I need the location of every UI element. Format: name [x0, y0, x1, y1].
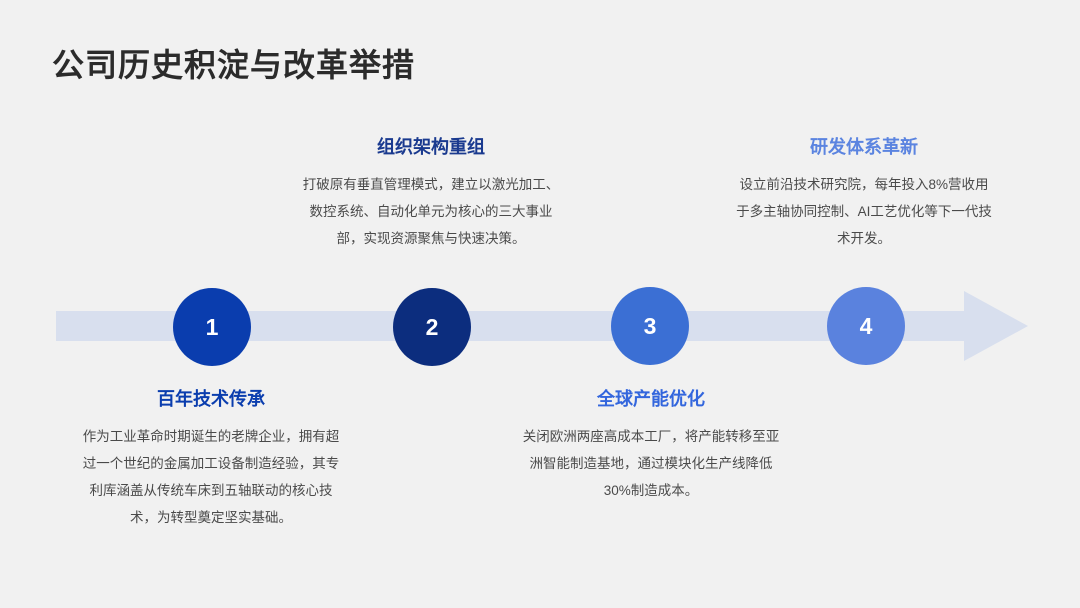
milestone-text-block-4: 研发体系革新 设立前沿技术研究院，每年投入8%营收用于多主轴协同控制、AI工艺优…	[733, 136, 995, 252]
milestone-text-block-3: 全球产能优化 关闭欧洲两座高成本工厂，将产能转移至亚洲智能制造基地，通过模块化生…	[520, 388, 782, 504]
block-heading-1: 百年技术传承	[157, 389, 265, 409]
milestone-number: 1	[205, 313, 219, 340]
block-body-4: 设立前沿技术研究院，每年投入8%营收用于多主轴协同控制、AI工艺优化等下一代技术…	[736, 177, 992, 247]
milestone-text-block-2: 组织架构重组 打破原有垂直管理模式，建立以激光加工、数控系统、自动化单元为核心的…	[300, 136, 562, 252]
milestone-number: 3	[643, 312, 657, 339]
timeline-milestone-4[interactable]: 4	[827, 287, 905, 365]
timeline-milestone-1[interactable]: 1	[173, 288, 251, 366]
block-body-3: 关闭欧洲两座高成本工厂，将产能转移至亚洲智能制造基地，通过模块化生产线降低30%…	[522, 429, 780, 499]
block-heading-4: 研发体系革新	[810, 137, 918, 157]
timeline-milestone-3[interactable]: 3	[611, 287, 689, 365]
milestone-text-block-1: 百年技术传承 作为工业革命时期诞生的老牌企业，拥有超过一个世纪的金属加工设备制造…	[80, 388, 342, 531]
block-heading-3: 全球产能优化	[597, 389, 705, 409]
page-title: 公司历史积淀与改革举措	[52, 47, 416, 83]
block-heading-2: 组织架构重组	[377, 137, 485, 157]
block-body-1: 作为工业革命时期诞生的老牌企业，拥有超过一个世纪的金属加工设备制造经验，其专利库…	[82, 429, 340, 526]
milestone-number: 2	[425, 313, 439, 340]
block-body-2: 打破原有垂直管理模式，建立以激光加工、数控系统、自动化单元为核心的三大事业部，实…	[302, 177, 560, 247]
milestone-number: 4	[859, 312, 873, 339]
timeline-milestone-2[interactable]: 2	[393, 288, 471, 366]
